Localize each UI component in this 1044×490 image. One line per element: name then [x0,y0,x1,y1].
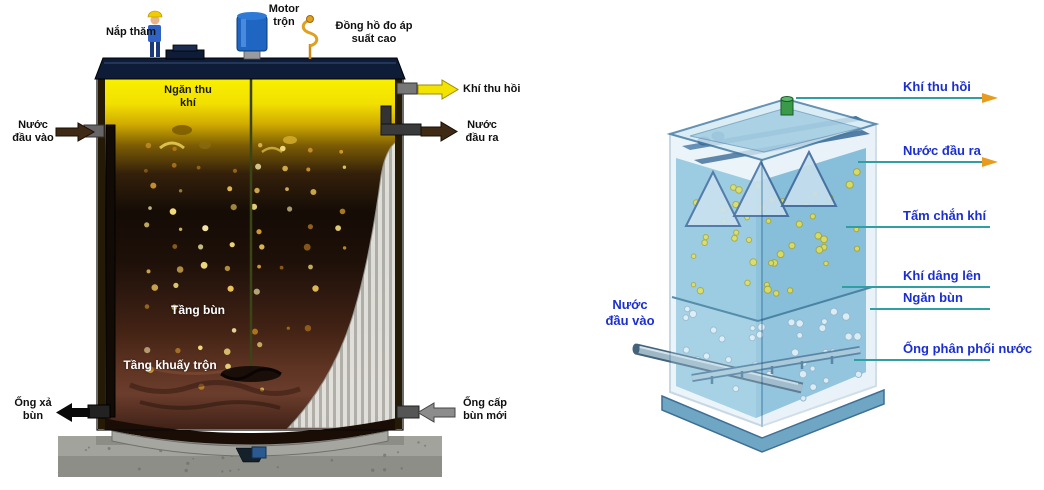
label-gas-recovery-right: Khí thu hồi [903,79,971,94]
sludge-supply-arrow [417,402,456,423]
label-sludge-drain: Ống xả bùn [14,397,52,423]
label-water-outlet-right: Nước đầu ra [903,143,981,158]
outlet-arrow [420,121,458,142]
label-sludge-layer: Tầng bùn [171,303,225,317]
tank-walls-right [666,97,880,428]
green-gas-stub [780,96,794,116]
scum-blobs [159,125,297,154]
label-mixer-motor: Motor trộn [268,3,300,29]
label-rising-gas: Khí dâng lên [903,268,981,283]
inlet-pipe-right [632,343,804,394]
pressure-gauge-icon [301,15,319,59]
gas-recovery-arrowhead [982,93,998,103]
label-gas-collection-zone: Ngăn thu khí [164,84,212,110]
label-pressure-gauge: Đồng hồ đo áp suất cao [335,20,413,46]
label-sludge-compartment: Ngăn bùn [903,290,963,305]
mixer-motor [236,12,268,60]
gas-recovery-arrow [417,79,459,100]
sludge-supply-pipe [396,405,420,419]
stripe-baffle [286,141,397,429]
label-water-inlet-left: Nước đầu vào [12,119,54,145]
label-gas-recovery-left: Khí thu hồi [463,83,521,95]
gas-baffles [684,149,838,227]
distribution-pipe [691,346,861,384]
left-tank-diagram [55,10,459,477]
internal-downpipe [105,124,116,418]
inlet-arrow [55,122,96,142]
dished-bottom [103,418,397,463]
worker-figure [147,10,163,57]
inspection-hatch [165,44,205,60]
sludge-divider-plane [671,286,873,323]
tank-lid [94,57,406,80]
sludge-drain-arrow [56,403,90,422]
label-water-inlet-right: Nước đầu vào [605,297,655,328]
mixing-swirls [129,366,301,410]
sludge-drain-pipe [87,404,111,419]
label-gas-baffle: Tấm chắn khí [903,208,987,223]
callout-lines [796,97,990,361]
label-distribution-pipe: Ống phân phối nước [903,341,1033,356]
gas-outlet-pipe [396,82,418,95]
right-tank-diagram [632,93,998,453]
label-mixing-layer: Tầng khuấy trộn [123,358,217,372]
tank-base [661,388,885,453]
effluent-arrowhead [982,157,998,167]
mixer-impeller [220,366,282,382]
label-water-outlet-left: Nước đầu ra [465,119,499,145]
label-sludge-supply: Ống cấp bùn mới [462,397,507,423]
label-inspection-hatch: Nắp thăm [105,26,157,38]
